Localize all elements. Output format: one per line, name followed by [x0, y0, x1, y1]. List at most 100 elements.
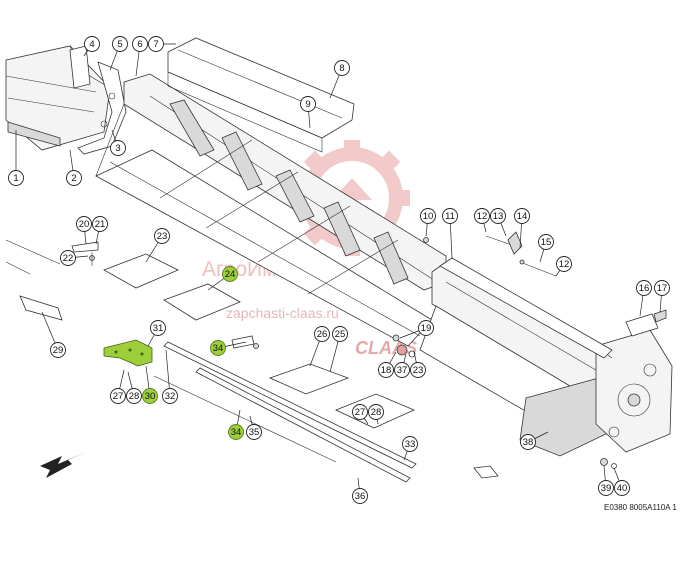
- callout-1: 1: [8, 170, 24, 186]
- callout-circle: [514, 208, 530, 224]
- callout-22: 22: [60, 250, 76, 266]
- callout-number: 13: [493, 211, 504, 222]
- callout-circle: [598, 480, 614, 496]
- callout-32: 32: [162, 388, 178, 404]
- callout-number: 16: [639, 283, 650, 294]
- callout-circle: [490, 208, 506, 224]
- hardware-18-19-37: [392, 334, 416, 358]
- callout-number: 25: [335, 329, 346, 340]
- callout-circle: [538, 234, 554, 250]
- callout-number: 3: [115, 143, 120, 154]
- callout-12: 12: [556, 256, 572, 272]
- callout-number: 2: [71, 173, 76, 184]
- callout-38: 38: [520, 434, 536, 450]
- callout-6: 6: [132, 36, 148, 52]
- callout-number: 34: [213, 343, 224, 354]
- callout-number: 8: [339, 63, 344, 74]
- main-table-trough: [95, 73, 447, 347]
- callout-24: 24: [222, 266, 238, 282]
- callout-number: 23: [157, 231, 168, 242]
- callout-number: 27: [113, 391, 124, 402]
- callout-15: 15: [538, 234, 554, 250]
- callout-circle: [76, 216, 92, 232]
- callout-number: 6: [137, 39, 142, 50]
- callout-circle: [300, 96, 316, 112]
- callout-36: 36: [352, 488, 368, 504]
- callout-28: 28: [368, 404, 384, 420]
- callout-19: 19: [418, 320, 434, 336]
- callout-39: 39: [598, 480, 614, 496]
- callout-number: 40: [617, 483, 628, 494]
- callout-circle: [520, 434, 536, 450]
- direction-arrow-icon: [40, 452, 86, 478]
- callout-number: 28: [129, 391, 140, 402]
- callout-circle: [614, 480, 630, 496]
- callout-circle: [132, 36, 148, 52]
- callout-circle: [222, 266, 238, 282]
- callout-number: 36: [355, 491, 366, 502]
- callout-circle: [368, 404, 384, 420]
- plate-26: [268, 363, 350, 395]
- callout-circle: [420, 208, 436, 224]
- callout-number: 31: [153, 323, 164, 334]
- callout-circle: [126, 388, 142, 404]
- callout-23: 23: [154, 228, 170, 244]
- callout-circle: [228, 424, 244, 440]
- callout-circle: [142, 388, 158, 404]
- right-frame-section: [419, 257, 673, 457]
- callout-circle: [50, 342, 66, 358]
- callout-9: 9: [300, 96, 316, 112]
- callout-circle: [162, 388, 178, 404]
- callout-circle: [210, 340, 226, 356]
- callout-number: 18: [381, 365, 392, 376]
- callout-number: 24: [225, 269, 236, 280]
- callout-18: 18: [378, 362, 394, 378]
- callout-circle: [8, 170, 24, 186]
- callout-circle: [654, 280, 670, 296]
- callout-number: 14: [517, 211, 528, 222]
- callout-13: 13: [490, 208, 506, 224]
- callout-number: 22: [63, 253, 74, 264]
- bolt-kit-34: [231, 335, 259, 349]
- callout-33: 33: [402, 436, 418, 452]
- callout-14: 14: [514, 208, 530, 224]
- callout-number: 12: [559, 259, 570, 270]
- callout-circle: [394, 362, 410, 378]
- callout-number: 1: [13, 173, 18, 184]
- callout-circle: [332, 326, 348, 342]
- callout-number: 32: [165, 391, 176, 402]
- rod-left: [5, 239, 61, 265]
- callout-27: 27: [352, 404, 368, 420]
- callout-25: 25: [332, 326, 348, 342]
- callout-number: 15: [541, 237, 552, 248]
- callout-number: 34: [231, 427, 242, 438]
- callout-number: 37: [397, 365, 408, 376]
- callout-number: 35: [249, 427, 260, 438]
- left-frame-section: [5, 45, 111, 151]
- callout-circle: [150, 320, 166, 336]
- callout-circle: [378, 362, 394, 378]
- callout-circle: [402, 436, 418, 452]
- callout-number: 26: [317, 329, 328, 340]
- callout-16: 16: [636, 280, 652, 296]
- callout-number: 23: [413, 365, 424, 376]
- end-bracket: [625, 309, 667, 337]
- callout-number: 29: [53, 345, 64, 356]
- callout-circle: [352, 404, 368, 420]
- callout-circle: [352, 488, 368, 504]
- callout-7: 7: [148, 36, 164, 52]
- strip-36: [195, 367, 411, 483]
- callout-35: 35: [246, 424, 262, 440]
- callout-40: 40: [614, 480, 630, 496]
- callout-5: 5: [112, 36, 128, 52]
- callout-circle: [334, 60, 350, 76]
- callout-number: 19: [421, 323, 432, 334]
- callout-20: 20: [76, 216, 92, 232]
- callout-2: 2: [66, 170, 82, 186]
- highlighted-bracket-30: [103, 339, 153, 367]
- callout-number: 4: [89, 39, 94, 50]
- callout-circle: [66, 170, 82, 186]
- callout-number: 11: [445, 211, 455, 222]
- side-bracket: [69, 45, 127, 155]
